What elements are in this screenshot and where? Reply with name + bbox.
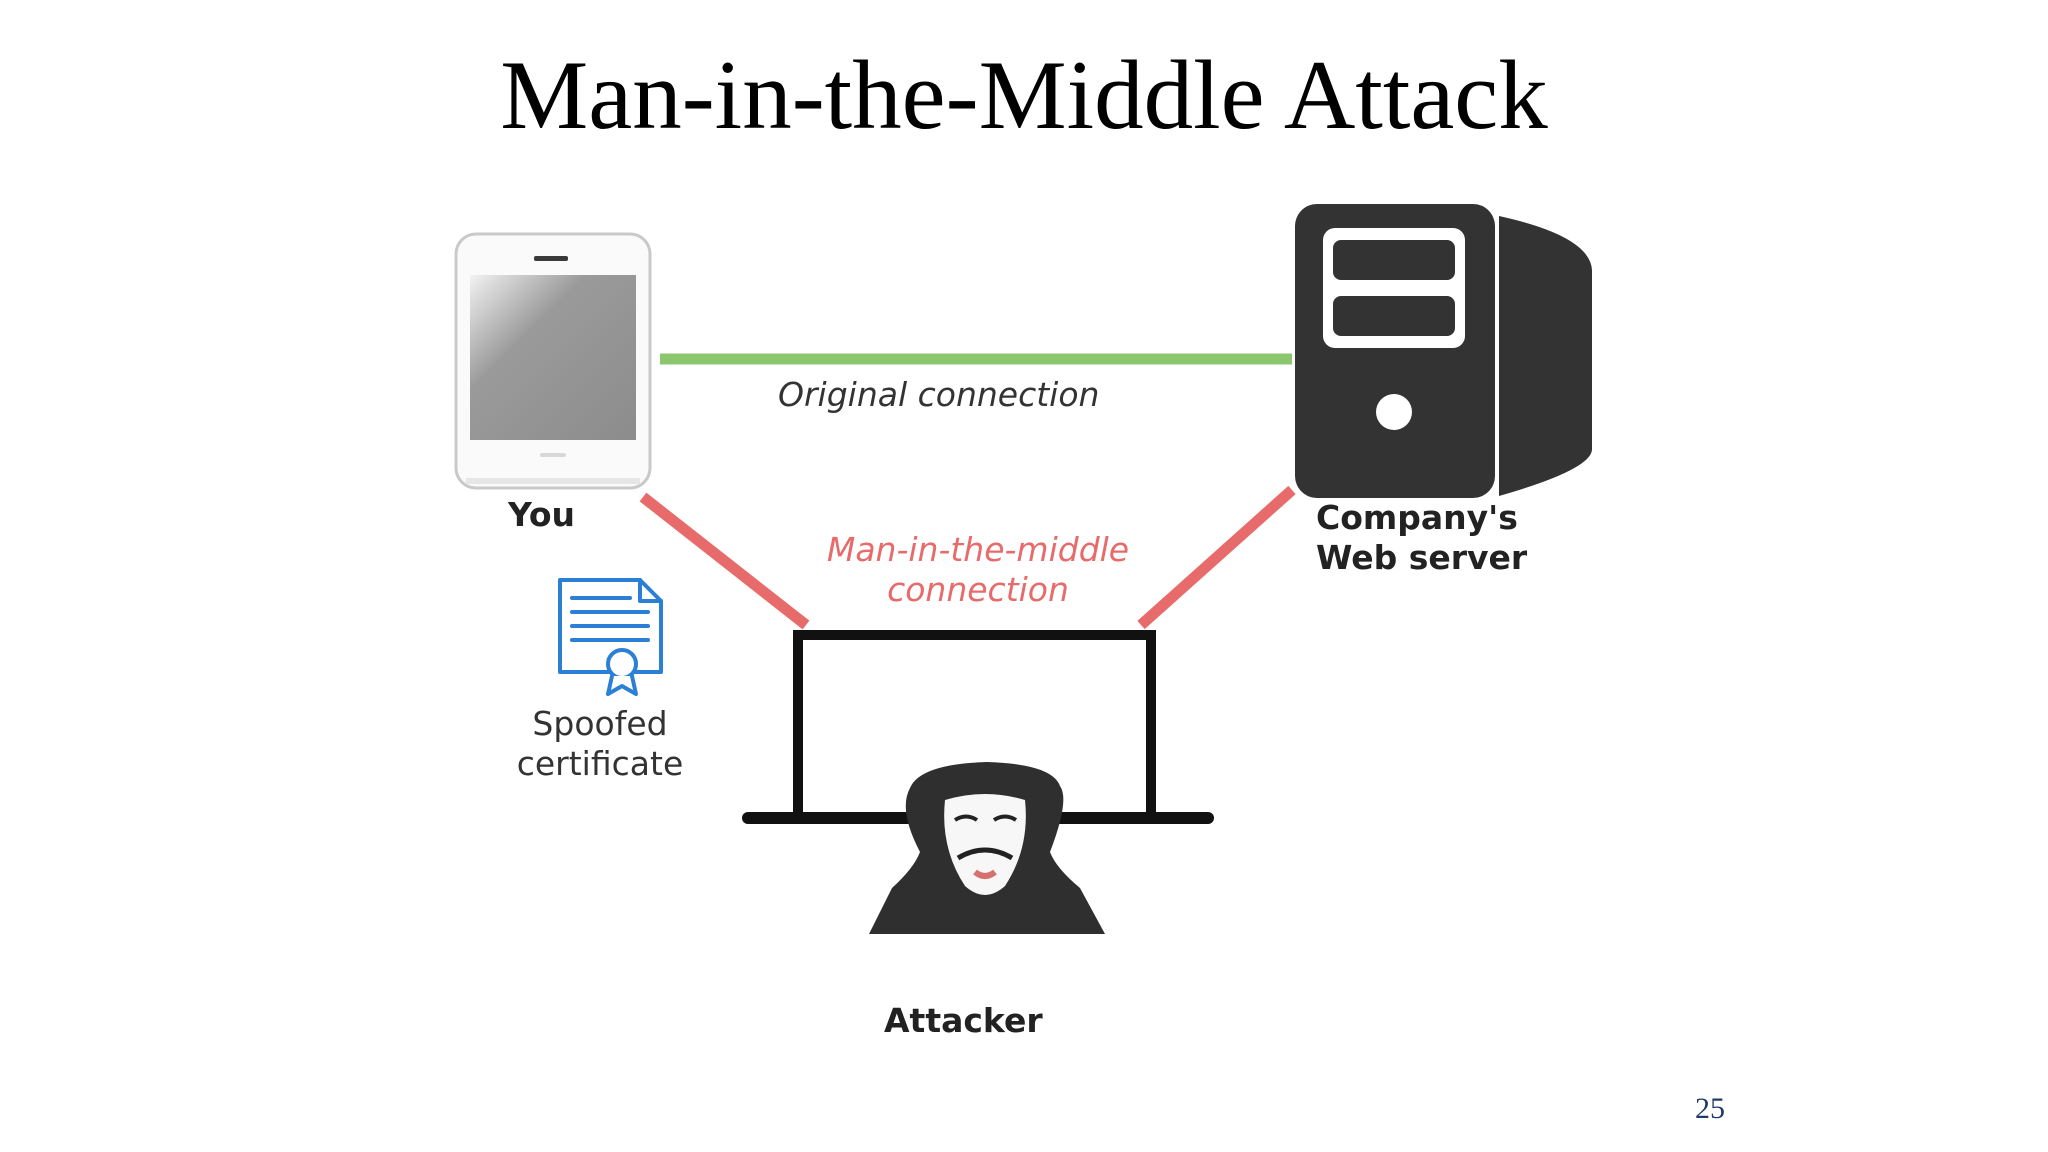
certificate-label: Spoofed certificate: [500, 704, 700, 784]
mitm-line-server-attacker: [1137, 485, 1296, 630]
server-tower-icon: [1295, 204, 1592, 498]
mitm-label-line2: connection: [887, 570, 1069, 609]
page-number: 25: [1695, 1092, 1725, 1125]
mitm-label-line1: Man-in-the-middle: [826, 530, 1130, 569]
smartphone-icon: [454, 232, 652, 490]
certificate-label-line2: certificate: [516, 744, 684, 783]
mitm-connection-label: Man-in-the-middle connection: [778, 530, 1178, 610]
original-connection-label: Original connection: [778, 375, 1100, 414]
server-label-line1: Company's: [1316, 498, 1518, 537]
slide-title: Man-in-the-Middle Attack: [500, 41, 1548, 150]
certificate-document-icon: [558, 578, 663, 696]
hooded-hacker-laptop-icon: [742, 630, 1214, 934]
server-label: Company's Web server: [1316, 498, 1527, 578]
server-label-line2: Web server: [1316, 538, 1528, 577]
certificate-label-line1: Spoofed: [532, 704, 668, 743]
mitm-line-you-attacker: [639, 492, 810, 630]
attacker-label: Attacker: [884, 1001, 1043, 1040]
you-label: You: [508, 495, 576, 534]
